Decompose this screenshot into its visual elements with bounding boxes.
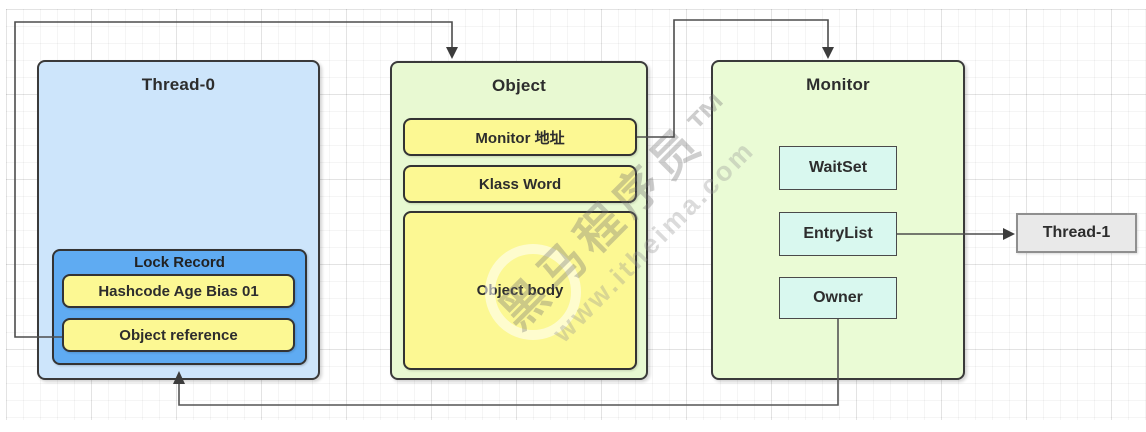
monitor-slot-waitset: WaitSet: [779, 146, 897, 190]
object-title: Object: [491, 76, 547, 95]
object-row-object-body: Object body: [403, 211, 637, 370]
lock-record-row-hashcode-age-bias: Hashcode Age Bias 01: [62, 274, 295, 308]
monitor-title: Monitor: [806, 75, 870, 94]
monitor-slot-owner: Owner: [779, 277, 897, 319]
lock-record-row-object-reference: Object reference: [62, 318, 295, 352]
object-row-monitor-address: Monitor 地址: [403, 118, 637, 156]
thread1-box: Thread-1: [1016, 213, 1137, 253]
lock-record-title: Lock Record: [134, 254, 225, 271]
object-row-klass-word: Klass Word: [403, 165, 637, 203]
thread0-title: Thread-0: [141, 75, 216, 94]
monitor-slot-entrylist: EntryList: [779, 212, 897, 256]
